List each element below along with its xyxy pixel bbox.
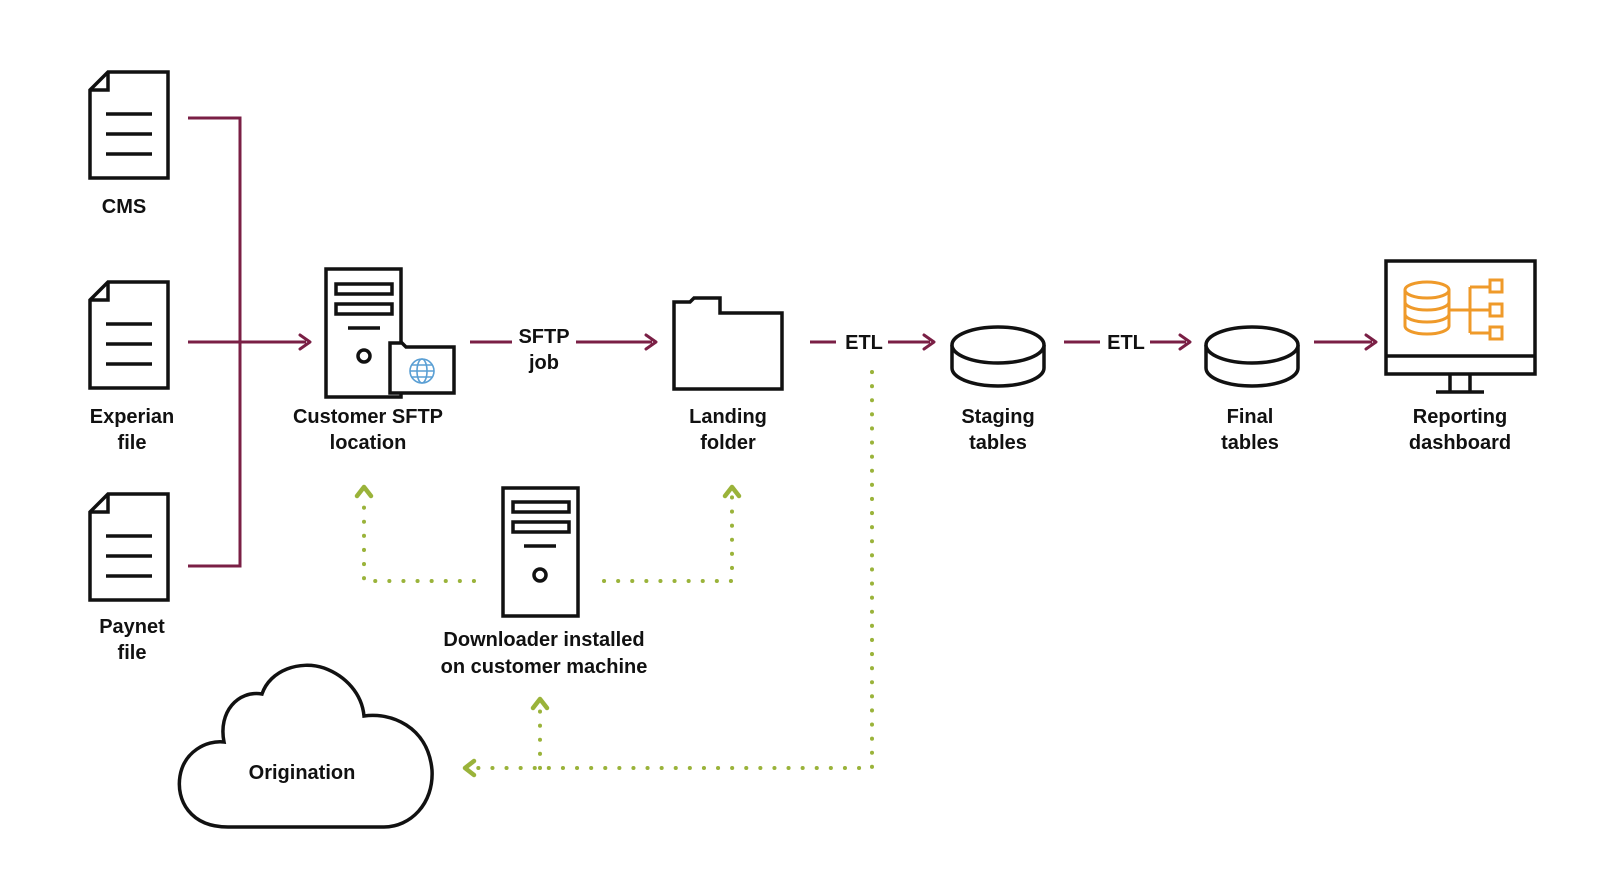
sftp-job-arrow xyxy=(470,333,658,351)
final-tables-label-line2: tables xyxy=(1221,432,1279,454)
landing-folder-label-line2: folder xyxy=(700,432,756,454)
sources-to-sftp-connector xyxy=(188,116,312,568)
experian-document-icon xyxy=(88,280,170,390)
staging-tables-database-icon xyxy=(950,325,1046,388)
final-tables-database-icon xyxy=(1204,325,1300,388)
cms-label: CMS xyxy=(102,196,146,218)
paynet-document-icon xyxy=(88,492,170,602)
reporting-dashboard-label-line1: Reporting xyxy=(1413,406,1507,428)
staging-tables-label-line1: Staging xyxy=(961,406,1034,428)
downloader-to-landing-dotted-arrow xyxy=(602,484,742,583)
etl-arrow-1 xyxy=(810,333,936,351)
downloader-label-line1: Downloader installed xyxy=(443,629,644,651)
experian-label-line2: file xyxy=(118,432,147,454)
downloader-label-line2: on customer machine xyxy=(441,656,648,678)
etl-label-1: ETL xyxy=(845,332,883,354)
reporting-dashboard-monitor-icon xyxy=(1384,259,1537,394)
downloader-to-sftp-dotted-arrow xyxy=(354,484,476,583)
downloader-server-icon xyxy=(501,486,580,618)
origination-label: Origination xyxy=(249,762,356,784)
etl-label-2: ETL xyxy=(1107,332,1145,354)
sftp-folder-globe-icon xyxy=(388,341,456,395)
dashboard-database-chart-icon xyxy=(1403,278,1504,341)
final-tables-label-line1: Final xyxy=(1227,406,1274,428)
sftp-location-label-line1: Customer SFTP xyxy=(293,406,443,428)
sftp-job-label-line1: SFTP xyxy=(518,326,569,348)
sftp-location-label-line2: location xyxy=(330,432,407,454)
origination-to-downloader-dotted-arrow xyxy=(530,696,550,770)
staging-tables-label-line2: tables xyxy=(969,432,1027,454)
experian-label-line1: Experian xyxy=(90,406,174,428)
landing-folder-label-line1: Landing xyxy=(689,406,767,428)
paynet-label-line2: file xyxy=(118,642,147,664)
origination-cloud-icon xyxy=(177,663,434,829)
paynet-label-line1: Paynet xyxy=(99,616,165,638)
sftp-job-label-line2: job xyxy=(528,352,559,374)
cms-document-icon xyxy=(88,70,170,180)
landing-folder-icon xyxy=(672,296,784,391)
reporting-dashboard-label-line2: dashboard xyxy=(1409,432,1511,454)
final-to-dashboard-arrow xyxy=(1314,333,1378,351)
etl-to-origination-dotted-arrow xyxy=(462,370,874,778)
etl-arrow-2 xyxy=(1064,333,1192,351)
